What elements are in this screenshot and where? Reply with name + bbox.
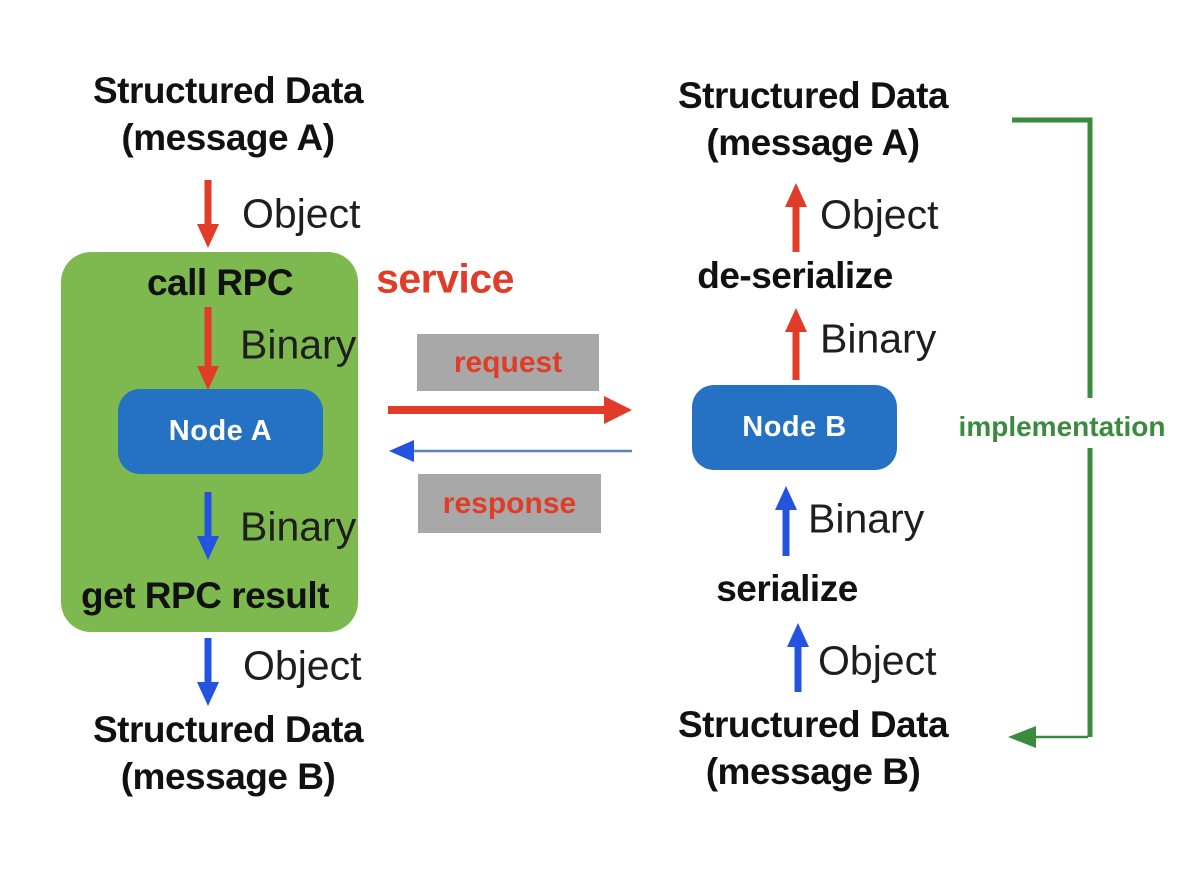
left-object-out-label: Object [243, 642, 362, 689]
left-bottom-title-line2: (message B) [120, 756, 336, 797]
response-box: response [418, 474, 601, 533]
serialize-label: serialize [716, 568, 858, 609]
red-up-arrow-node-b-to-deserialize [785, 308, 807, 380]
blue-down-arrow-result-to-message-b [197, 638, 219, 706]
right-top-title-line1: Structured Data [677, 75, 949, 116]
left-top-title-line2: (message A) [121, 117, 335, 158]
response-label: response [442, 486, 577, 520]
left-bottom-title: Structured Data (message B) [92, 706, 364, 800]
left-top-title-line1: Structured Data [92, 70, 364, 111]
left-bottom-title-line1: Structured Data [92, 709, 364, 750]
blue-up-arrow-message-b-to-serialize [787, 623, 809, 692]
left-binary-out-label: Binary [240, 503, 357, 550]
right-bottom-title: Structured Data (message B) [677, 701, 949, 795]
node-b-label: Node B [742, 411, 847, 443]
right-object-out-label: Object [820, 191, 939, 238]
left-binary-in-label: Binary [240, 321, 357, 368]
node-b-box: Node B [692, 385, 897, 470]
right-top-title: Structured Data (message A) [677, 72, 949, 166]
right-top-title-line2: (message A) [706, 122, 920, 163]
left-top-title: Structured Data (message A) [92, 67, 364, 161]
blue-left-arrow-response [389, 440, 632, 462]
deserialize-label: de-serialize [697, 255, 893, 296]
request-label: request [453, 345, 563, 379]
request-box: request [417, 334, 599, 391]
right-binary-out-label: Binary [808, 495, 925, 542]
right-bottom-title-line1: Structured Data [677, 704, 949, 745]
left-object-in-label: Object [242, 190, 361, 237]
red-up-arrow-deserialize-to-message-a [785, 183, 807, 252]
service-label: service [376, 255, 514, 302]
blue-up-arrow-serialize-to-node-b [775, 486, 797, 556]
get-rpc-result-label: get RPC result [81, 575, 329, 616]
red-down-arrow-object-to-callrpc [197, 180, 219, 248]
red-right-arrow-request [388, 396, 632, 424]
node-a-label: Node A [168, 415, 273, 447]
right-binary-in-label: Binary [820, 315, 937, 362]
right-bottom-title-line2: (message B) [705, 751, 921, 792]
implementation-label: implementation [958, 411, 1166, 442]
right-object-in-label: Object [818, 637, 937, 684]
call-rpc-label: call RPC [146, 262, 294, 303]
node-a-box: Node A [118, 389, 323, 474]
